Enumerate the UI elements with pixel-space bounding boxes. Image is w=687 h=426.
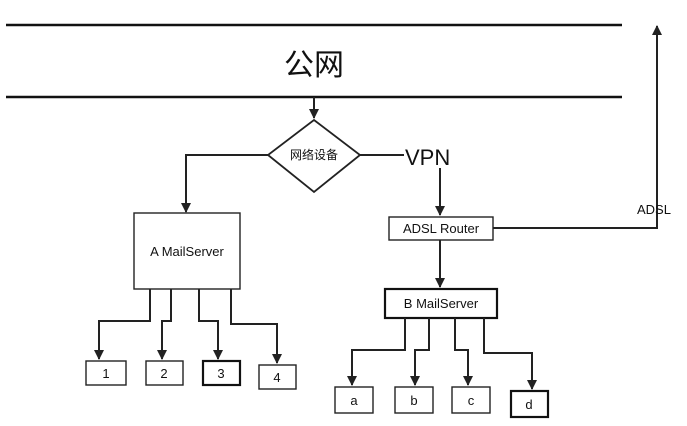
server-b-to-client-d-connector <box>483 318 537 390</box>
client-2-box <box>145 360 184 386</box>
adsl-uplink-arrow <box>493 25 662 229</box>
public-network-label: 公网 <box>284 49 344 82</box>
adsl-router-label: ADSL Router <box>403 221 480 236</box>
client-3: 3 <box>201 359 242 387</box>
vpn-label: VPN <box>405 145 450 170</box>
client-c: c <box>451 386 491 414</box>
network-device-label: 网络设备 <box>290 147 338 162</box>
client-b-label: b <box>410 393 417 408</box>
server-b-to-client-b-connector <box>410 318 430 386</box>
server-b-label: B MailServer <box>404 296 479 311</box>
client-4-label: 4 <box>273 370 280 385</box>
adsl-link-label: ADSL <box>637 202 671 217</box>
client-b: b <box>394 386 434 414</box>
client-b-box <box>394 386 434 414</box>
client-3-box <box>201 359 242 387</box>
server-b-box <box>383 287 499 320</box>
client-c-box <box>451 386 491 414</box>
client-4-box <box>258 364 297 390</box>
server-a-label: A MailServer <box>150 244 224 259</box>
client-a: a <box>334 386 374 414</box>
client-1-box <box>85 360 127 386</box>
server-a-box <box>133 212 241 290</box>
client-c-label: c <box>468 393 475 408</box>
client-d: d <box>509 389 550 419</box>
client-2-label: 2 <box>160 366 167 381</box>
client-d-label: d <box>525 397 532 412</box>
server-a-to-client-2-connector <box>157 289 172 360</box>
client-2: 2 <box>145 360 184 386</box>
server-b-to-client-a-connector <box>347 318 406 386</box>
client-3-label: 3 <box>217 366 224 381</box>
server-a-to-client-3-connector <box>198 289 223 360</box>
network-device-diamond <box>266 118 362 194</box>
client-a-label: a <box>350 393 358 408</box>
client-4: 4 <box>258 364 297 390</box>
client-a-box <box>334 386 374 414</box>
client-d-box <box>509 389 550 419</box>
server-a-to-client-1-connector <box>94 289 151 360</box>
server-b-to-client-c-connector <box>454 318 473 386</box>
device-to-server-a-connector <box>181 154 268 213</box>
client-1: 1 <box>85 360 127 386</box>
client-1-label: 1 <box>102 366 109 381</box>
server-a-to-client-4-connector <box>230 289 282 364</box>
